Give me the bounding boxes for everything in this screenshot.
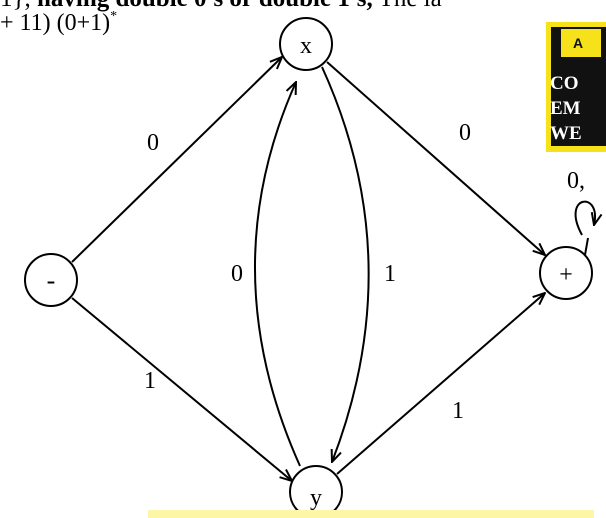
highlight-bar bbox=[148, 510, 594, 518]
regex-star: * bbox=[110, 9, 118, 24]
header-bold-text: having double 0's or double 1's, bbox=[37, 0, 373, 12]
edge-y-to-x bbox=[254, 82, 301, 467]
badge-line-3: WE bbox=[550, 123, 582, 144]
badge-line-2: EM bbox=[550, 98, 581, 119]
edge-x-to-y bbox=[321, 66, 370, 462]
edge-plus-self-loop-stub bbox=[584, 237, 589, 256]
state-x-label: x bbox=[300, 33, 312, 59]
edge-label-x-to-plus: 0 bbox=[459, 120, 471, 146]
edge-plus-self-loop bbox=[574, 200, 595, 236]
state-y-node bbox=[289, 465, 343, 518]
edge-minus-to-x bbox=[71, 57, 282, 263]
edge-label-minus-to-x: 0 bbox=[147, 130, 159, 156]
header-plain-start: 1}, bbox=[0, 0, 37, 12]
header-text: 1}, having double 0's or double 1's, The… bbox=[0, 0, 442, 11]
state-x-node bbox=[279, 17, 333, 71]
edge-label-plus-loop: 0, bbox=[567, 168, 585, 194]
badge-top-label: A bbox=[561, 29, 601, 57]
regex-text: + 11) (0+1)* bbox=[0, 9, 118, 36]
state-minus-label: - bbox=[47, 266, 56, 295]
edge-label-minus-to-y: 1 bbox=[144, 368, 156, 394]
edge-label-y-to-x: 0 bbox=[231, 261, 243, 287]
edge-x-to-plus bbox=[326, 61, 545, 255]
state-y-label: y bbox=[310, 485, 322, 511]
edge-label-x-to-y: 1 bbox=[384, 261, 396, 287]
regex-expression: + 11) (0+1) bbox=[0, 10, 111, 36]
badge-line-1: CO bbox=[550, 73, 579, 94]
edge-minus-to-y bbox=[71, 297, 292, 481]
header-plain-end: The la bbox=[373, 0, 442, 12]
state-plus-node bbox=[539, 246, 593, 300]
edge-label-y-to-plus: 1 bbox=[452, 398, 464, 424]
state-plus-label: + bbox=[559, 262, 573, 288]
edge-y-to-plus bbox=[336, 293, 545, 475]
logo-badge: A CO EM WE bbox=[546, 22, 606, 152]
state-minus-node bbox=[24, 253, 78, 307]
